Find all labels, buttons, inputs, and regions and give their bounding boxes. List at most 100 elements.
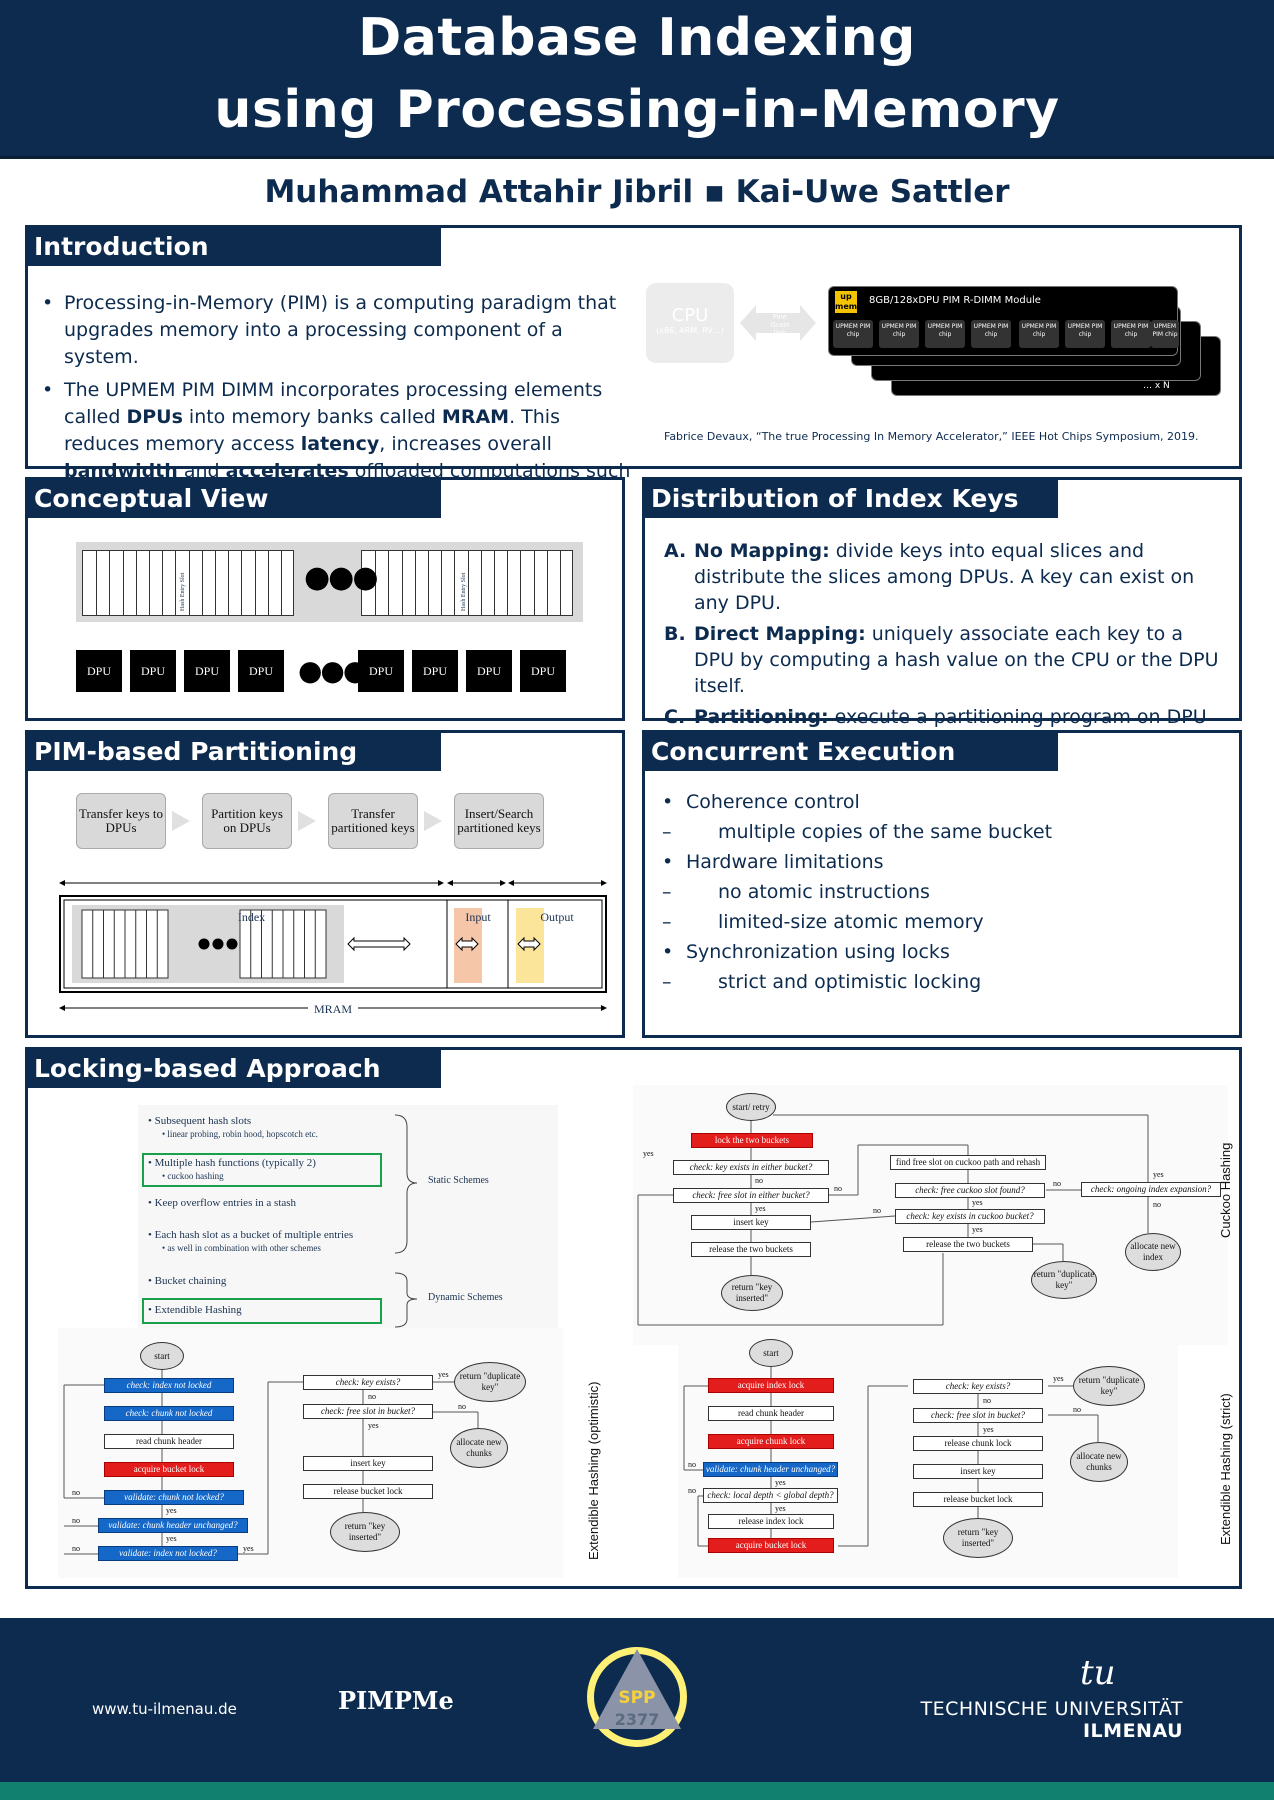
spp-label: SPP xyxy=(618,1688,656,1708)
hash-slot-divider xyxy=(215,551,216,615)
cuckoo-yes-1: yes xyxy=(643,1149,654,1158)
hash-slot-divider xyxy=(122,551,124,615)
opt-validate-index: validate: index not locked? xyxy=(98,1546,238,1561)
pim-chip: UPMEM PIM chip xyxy=(1019,320,1059,348)
hash-slot-divider xyxy=(201,551,203,615)
hash-slot-divider xyxy=(281,551,282,615)
cuckoo-yes-2: yes xyxy=(755,1204,766,1213)
strict-flowchart: start acquire index lock read chunk head… xyxy=(678,1328,1178,1578)
opt-check-key: check: key exists? xyxy=(303,1375,433,1390)
hash-entry-slot-label: Hash Entry Slot xyxy=(461,572,467,611)
cuckoo-allocate-index: allocate new index xyxy=(1125,1233,1181,1271)
cuckoo-no-2: no xyxy=(834,1184,842,1193)
optimistic-label: Extendible Hashing (optimistic) xyxy=(586,1381,601,1560)
concurrent-text: Hardware limitations xyxy=(686,851,884,873)
scheme-2-sub: • cuckoo hashing xyxy=(162,1171,224,1181)
mram-layout-diagram xyxy=(59,880,607,1011)
cuckoo-find-slot: find free slot on cuckoo path and rehash xyxy=(890,1155,1046,1170)
transfer-arrow-icon xyxy=(517,936,541,952)
dpu-ellipsis-icon: ●●● xyxy=(298,654,367,687)
conceptual-view-panel: Conceptual View Hash Entry Slot Hash Ent… xyxy=(25,477,625,721)
fine-grain-link-icon xyxy=(740,305,816,341)
hash-slot-divider xyxy=(375,551,377,615)
hash-slot-divider xyxy=(267,551,269,615)
dpu-box: DPU xyxy=(184,650,230,692)
cuckoo-yes-5: yes xyxy=(1153,1170,1164,1179)
footer-url[interactable]: www.tu-ilmenau.de xyxy=(92,1700,237,1718)
concurrent-text: strict and optimistic locking xyxy=(718,971,982,993)
strict-no-3: no xyxy=(983,1396,991,1405)
opt-yes-4: yes xyxy=(438,1370,449,1379)
opt-return-duplicate: return "duplicate key" xyxy=(454,1362,526,1402)
scheme-2: • Multiple hash functions (typically 2) xyxy=(148,1157,316,1169)
partition-step: Partition keys on DPUs xyxy=(202,793,292,849)
opt-check-chunk: check: chunk not locked xyxy=(104,1406,234,1421)
strict-check-slot: check: free slot in bucket? xyxy=(913,1408,1043,1423)
concurrent-marker: – xyxy=(662,821,672,843)
strict-read-header: read chunk header xyxy=(708,1406,834,1421)
concurrent-title: Concurrent Execution xyxy=(645,733,1058,771)
hash-slot-divider xyxy=(414,551,416,615)
hash-slot-divider xyxy=(441,551,443,615)
module-count: … x N xyxy=(1143,381,1170,391)
hash-slot-divider xyxy=(188,551,190,615)
partition-ellipsis-dot xyxy=(226,938,238,950)
concurrent-item: – no atomic instructions xyxy=(662,881,1222,911)
spp-logo xyxy=(587,1647,687,1747)
cuckoo-lock-buckets: lock the two buckets xyxy=(691,1133,813,1148)
opt-validate-header: validate: chunk header unchanged? xyxy=(98,1518,248,1533)
concurrent-marker: • xyxy=(662,791,674,813)
hash-slot-divider xyxy=(520,551,522,615)
step-arrow-icon xyxy=(424,811,442,831)
scheme-1-sub: • linear probing, robin hood, hopscotch … xyxy=(162,1129,318,1139)
cuckoo-check-key-cuckoo: check: key exists in cuckoo bucket? xyxy=(895,1209,1045,1224)
hash-slot-divider xyxy=(454,551,456,615)
scheme-4-sub: • as well in combination with other sche… xyxy=(162,1243,321,1253)
cuckoo-no-5: no xyxy=(1153,1200,1161,1209)
pim-chip: UPMEM PIM chip xyxy=(1111,320,1151,348)
dpu-box: DPU xyxy=(466,650,512,692)
transfer-arrow-icon xyxy=(455,936,479,952)
strict-no-1: no xyxy=(688,1460,696,1469)
hash-slot-divider xyxy=(467,551,469,615)
step-arrow-icon xyxy=(172,811,190,831)
pim-chip: UPMEM PIM chip xyxy=(1065,320,1105,348)
opt-no-2: no xyxy=(72,1516,80,1525)
strict-yes-4: yes xyxy=(983,1425,994,1434)
hash-slot-divider xyxy=(401,551,403,615)
cuckoo-start: start/ retry xyxy=(726,1093,776,1121)
locking-panel: Locking-based Approach • Subsequent hash… xyxy=(25,1047,1242,1589)
concurrent-text: Coherence control xyxy=(686,791,860,813)
conceptual-view-title: Conceptual View xyxy=(28,480,441,518)
concurrent-marker: – xyxy=(662,971,672,993)
scheme-5: • Bucket chaining xyxy=(148,1275,227,1287)
scheme-4: • Each hash slot as a bucket of multiple… xyxy=(148,1229,354,1241)
pim-chip: UPMEM PIM chip xyxy=(1151,320,1179,348)
hash-slot-divider xyxy=(507,551,509,615)
cuckoo-check-cuckoo-slot: check: free cuckoo slot found? xyxy=(895,1183,1045,1198)
hash-slot-divider xyxy=(254,551,256,615)
opt-start: start xyxy=(140,1342,184,1370)
cpu-box: CPU (x86, ARM, RV…) xyxy=(646,283,734,363)
spp-number: 2377 xyxy=(614,1710,660,1729)
university-name: TECHNISCHE UNIVERSITÄT xyxy=(920,1698,1183,1720)
introduction-title: Introduction xyxy=(28,228,441,266)
concurrent-list: •Coherence control–multiple copies of th… xyxy=(662,791,1222,1001)
dimm-module-label: 8GB/128xDPU PIM R-DIMM Module xyxy=(869,295,1041,306)
hash-slot-divider xyxy=(228,551,230,615)
distribution-panel: Distribution of Index Keys A.No Mapping:… xyxy=(642,477,1242,754)
tu-mark-icon: tu xyxy=(1080,1653,1116,1693)
distribution-title: Distribution of Index Keys xyxy=(645,480,1058,518)
strict-acquire-bucket-lock: acquire bucket lock xyxy=(708,1538,834,1553)
strict-return-inserted: return "key inserted" xyxy=(943,1518,1013,1558)
concurrent-text: no atomic instructions xyxy=(718,881,930,903)
distribution-item-a: A.No Mapping: divide keys into equal sli… xyxy=(664,540,1195,614)
strict-check-depth: check: local depth < global depth? xyxy=(703,1488,838,1503)
cuckoo-flowchart: start/ retry lock the two buckets check:… xyxy=(633,1085,1228,1345)
concurrent-marker: – xyxy=(662,881,672,903)
transfer-arrow-icon xyxy=(347,936,411,952)
hash-slot-divider xyxy=(241,551,243,615)
pim-chip: UPMEM PIM chip xyxy=(971,320,1011,348)
hash-slot-divider xyxy=(149,551,150,615)
